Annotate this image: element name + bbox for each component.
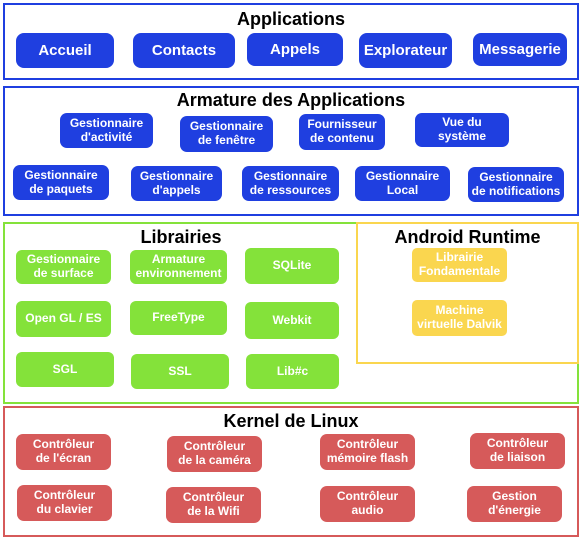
applications-layer: Applications — [3, 3, 579, 80]
app-contacts: Contacts — [133, 33, 235, 68]
lib-media-framework: Armature environnement — [130, 250, 227, 284]
fw-window-manager: Gestionnaire de fenêtre — [180, 116, 273, 152]
kernel-display-driver: Contrôleur de l'écran — [16, 434, 111, 470]
lib-sgl: SGL — [16, 352, 114, 387]
lib-freetype: FreeType — [130, 301, 227, 335]
kernel-flash-memory-driver: Contrôleur mémoire flash — [320, 434, 415, 470]
fw-telephony-manager: Gestionnaire d'appels — [131, 166, 222, 201]
kernel-audio-driver: Contrôleur audio — [320, 486, 415, 522]
kernel-layer: Kernel de Linux — [3, 406, 579, 537]
applications-title: Applications — [236, 9, 345, 29]
fw-package-manager: Gestionnaire de paquets — [13, 165, 109, 200]
lib-webkit: Webkit — [245, 302, 339, 339]
runtime-dalvik-vm: Machine virtuelle Dalvik — [412, 300, 507, 336]
lib-ssl: SSL — [131, 354, 229, 389]
kernel-keyboard-driver: Contrôleur du clavier — [17, 485, 112, 521]
kernel-power-management: Gestion d'énergie — [467, 486, 562, 522]
app-appels: Appels — [247, 33, 343, 66]
kernel-camera-driver: Contrôleur de la caméra — [167, 436, 262, 472]
lib-opengl: Open GL / ES — [16, 301, 111, 337]
fw-local-manager: Gestionnaire Local — [355, 166, 450, 201]
framework-layer: Armature des Applications — [3, 86, 579, 216]
lib-sqlite: SQLite — [245, 248, 339, 284]
fw-content-provider: Fournisseur de contenu — [299, 114, 385, 150]
app-messagerie: Messagerie — [473, 33, 567, 66]
runtime-layer: Android Runtime — [356, 222, 579, 364]
kernel-title: Kernel de Linux — [223, 411, 359, 431]
fw-view-system: Vue du système — [415, 113, 509, 147]
kernel-binder-driver: Contrôleur de liaison — [470, 433, 565, 469]
app-accueil: Accueil — [16, 33, 114, 68]
runtime-title: Android Runtime — [394, 227, 541, 247]
framework-title: Armature des Applications — [176, 90, 406, 110]
lib-libc: Lib#c — [246, 354, 339, 389]
fw-resource-manager: Gestionnaire de ressources — [242, 166, 339, 201]
kernel-wifi-driver: Contrôleur de la Wifi — [166, 487, 261, 523]
libraries-title: Librairies — [140, 227, 222, 247]
fw-activity-manager: Gestionnaire d'activité — [60, 113, 153, 148]
lib-surface-manager: Gestionnaire de surface — [16, 250, 111, 284]
app-explorateur: Explorateur — [359, 33, 452, 68]
fw-notification-manager: Gestionnaire de notifications — [468, 167, 564, 202]
runtime-core-library: Librairie Fondamentale — [412, 248, 507, 282]
